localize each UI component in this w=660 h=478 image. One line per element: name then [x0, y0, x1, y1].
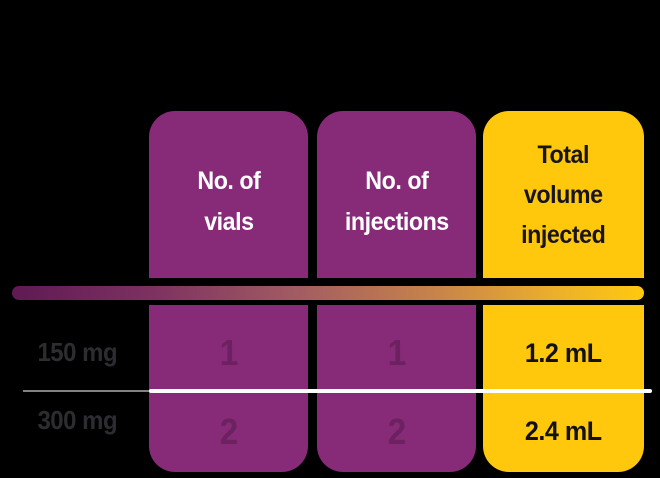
row-label-150mg: 150 mg	[37, 337, 117, 367]
cell-total-volume-300mg: 2.4 mL	[525, 416, 602, 446]
column-header-vials: No. of vials	[149, 111, 308, 278]
column-header-injections: No. of injections	[317, 111, 476, 278]
cell-injections-300mg: 2	[387, 410, 407, 452]
cell-injections-150mg: 1	[387, 332, 407, 373]
row-label-300mg: 300 mg	[37, 405, 117, 435]
gradient-divider-bar	[12, 286, 644, 300]
row-separator-line	[149, 389, 652, 393]
column-header-total-volume: Total volume injected	[483, 111, 644, 278]
row-separator-left-segment	[23, 390, 149, 392]
column-header-vials-label: No. of vials	[196, 166, 261, 236]
cell-vials-300mg: 2	[219, 410, 239, 452]
column-header-injections-label: No. of injections	[344, 166, 449, 236]
column-body-total-volume: 1.2 mL 2.4 mL	[483, 305, 644, 472]
column-header-total-volume-label: Total volume injected	[521, 140, 606, 249]
column-body-injections: 1 2	[317, 305, 476, 472]
column-body-vials: 1 2	[149, 305, 308, 472]
cell-total-volume-150mg: 1.2 mL	[525, 337, 602, 368]
cell-vials-150mg: 1	[219, 332, 239, 373]
